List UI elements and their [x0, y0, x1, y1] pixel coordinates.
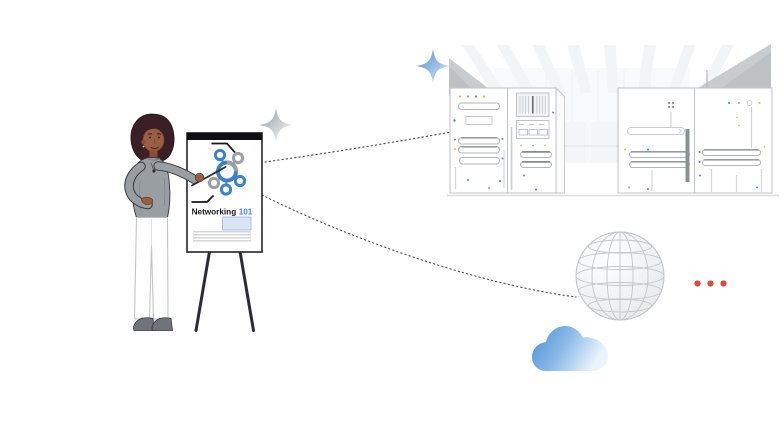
- led-dot: [501, 138, 504, 140]
- led-dot: [738, 102, 740, 104]
- led-dot: [756, 186, 758, 189]
- arm-extended: [154, 162, 199, 184]
- rack-cabinet: [624, 102, 690, 191]
- mic-wire: [150, 162, 154, 170]
- mouth: [150, 146, 159, 150]
- eye: [158, 136, 160, 139]
- node: [233, 174, 247, 188]
- board-callout-box: [222, 216, 252, 231]
- ellipsis-dots: [694, 280, 727, 287]
- led-dot: [499, 180, 501, 182]
- red-dot: [720, 280, 727, 287]
- nose: [153, 138, 156, 144]
- led-dot: [454, 138, 456, 141]
- led-dot: [501, 157, 504, 160]
- eye: [149, 136, 151, 139]
- red-dot: [694, 280, 701, 287]
- board-title-accent: 101: [239, 208, 253, 217]
- hand-on-hip: [141, 196, 154, 205]
- vent-grille: [519, 96, 546, 114]
- led-dot: [532, 144, 534, 147]
- eyebrow: [147, 133, 153, 135]
- collar: [146, 157, 161, 161]
- flipchart-clamp-bar: [187, 132, 262, 140]
- ear: [141, 139, 146, 145]
- led-dot: [647, 148, 649, 151]
- led-dot: [699, 174, 701, 177]
- easel-leg: [238, 250, 255, 332]
- led-dot: [728, 102, 730, 104]
- node: [207, 176, 221, 190]
- server-rack-right: [617, 87, 773, 194]
- led-dot: [458, 95, 462, 98]
- network-diagram: [207, 148, 247, 196]
- earring: [142, 145, 145, 148]
- led-dot: [763, 146, 766, 148]
- pants: [133, 216, 169, 320]
- led-dot: [488, 187, 490, 189]
- led-dot: [736, 116, 738, 119]
- led-dot: [467, 179, 469, 181]
- eyebrow: [156, 133, 162, 135]
- led-dot: [466, 95, 470, 98]
- led-dot: [454, 148, 456, 150]
- dotted-connector-to-servers: [264, 131, 452, 163]
- led-dot: [698, 151, 701, 153]
- led-dot: [698, 161, 701, 163]
- dotted-connector-to-globe: [261, 194, 577, 298]
- node: [213, 148, 227, 162]
- board-title-primary: Networking: [192, 208, 237, 217]
- bracket-bottom: [191, 194, 215, 203]
- ceiling-light-rays: [462, 45, 734, 93]
- sparkle-gray-icon: [259, 108, 293, 142]
- hair-fringe: [143, 120, 167, 133]
- node: [231, 151, 245, 165]
- led-dot: [758, 102, 761, 104]
- server-room-illustration: [447, 44, 779, 197]
- led-dot: [523, 174, 525, 177]
- easel-leg: [194, 250, 211, 332]
- led-dot: [624, 148, 626, 151]
- node: [219, 183, 233, 196]
- rack-cabinet: [698, 100, 766, 192]
- rack-cabinet: [453, 95, 505, 189]
- sweater-fold: [163, 177, 166, 207]
- board-text-lines: [193, 231, 251, 242]
- led-dot: [474, 95, 478, 98]
- presenter-illustration: [124, 113, 227, 331]
- pointer-stick: [191, 166, 227, 187]
- bracket-top: [211, 142, 236, 154]
- rack-cabinet: [510, 92, 554, 191]
- led-dot: [552, 111, 554, 114]
- led-dot: [453, 119, 456, 122]
- lavalier-mic: [152, 169, 156, 173]
- arm-akimbo: [125, 162, 152, 209]
- globe-icon: [575, 231, 665, 321]
- server-rack-left: [449, 86, 565, 194]
- led-dot: [738, 124, 740, 127]
- led-dot: [535, 188, 537, 191]
- led-dot: [544, 144, 546, 147]
- led-dot: [520, 144, 522, 147]
- right-wall-corner-dark: [712, 52, 771, 95]
- led-dot: [647, 188, 649, 190]
- led-dot: [628, 186, 630, 189]
- hand-pointing: [194, 172, 205, 183]
- sparkle-blue-icon: [416, 49, 450, 83]
- neck: [149, 150, 158, 160]
- shoe: [133, 317, 155, 331]
- cloud-icon: [532, 326, 608, 371]
- led-dot: [482, 95, 486, 98]
- shoe: [151, 317, 173, 331]
- red-dot: [707, 280, 714, 287]
